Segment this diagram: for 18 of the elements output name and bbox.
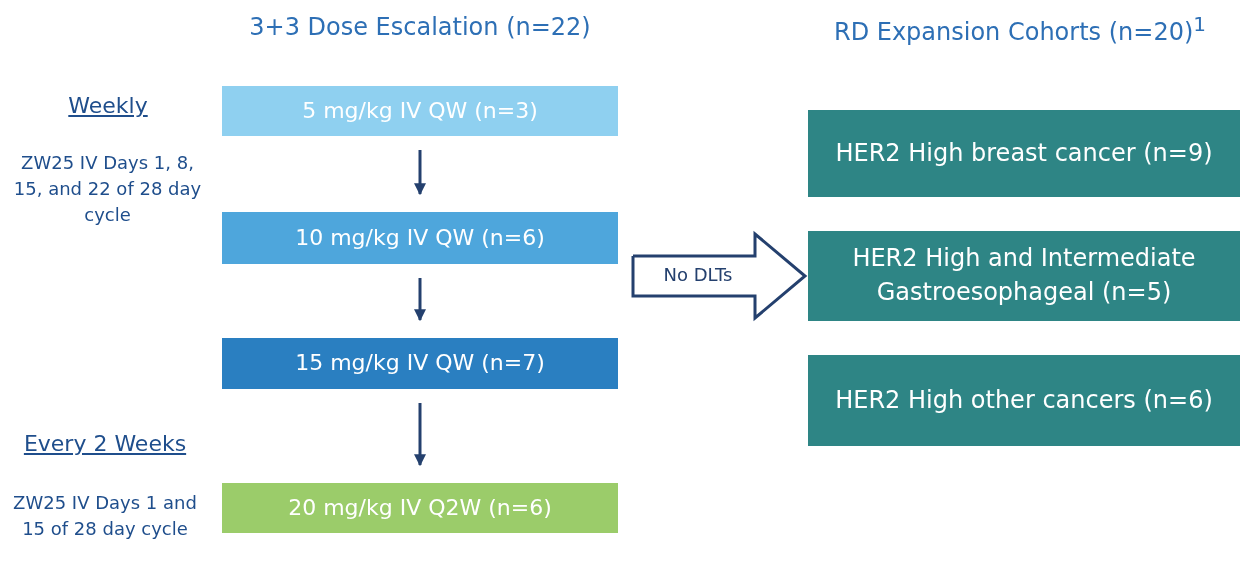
- column-heading: RD Expansion Cohorts (n=20)$^{1}$: [832, 11, 1208, 48]
- schedule-heading: Weekly: [67, 92, 149, 120]
- column-heading: 3+3 Dose Escalation (n=22): [248, 12, 592, 43]
- edge-label: No DLTs: [662, 264, 734, 285]
- schedule-heading: Every 2 Weeks: [22, 430, 188, 458]
- schedule-note: ZW25 IV Days 1 and 15 of 28 day cycle: [12, 491, 198, 542]
- arrow: [414, 278, 426, 322]
- schedule-note: ZW25 IV Days 1, 8, 15, and 22 of 28 day cycle: [12, 151, 203, 228]
- cohort-box: 15 mg/kg IV QW (n=7): [222, 338, 618, 389]
- cohort-box: HER2 High other cancers (n=6): [808, 355, 1240, 446]
- cohort-box: 20 mg/kg IV Q2W (n=6): [222, 483, 618, 533]
- cohort-box: HER2 High breast cancer (n=9): [808, 110, 1240, 197]
- cohort-box: 5 mg/kg IV QW (n=3): [222, 86, 618, 136]
- cohort-box: HER2 High and Intermediate Gastroesophageal (n=5): [808, 231, 1240, 321]
- block-arrow: [631, 230, 808, 322]
- cohort-box: 10 mg/kg IV QW (n=6): [222, 212, 618, 264]
- arrow: [414, 150, 426, 196]
- arrow: [414, 403, 426, 467]
